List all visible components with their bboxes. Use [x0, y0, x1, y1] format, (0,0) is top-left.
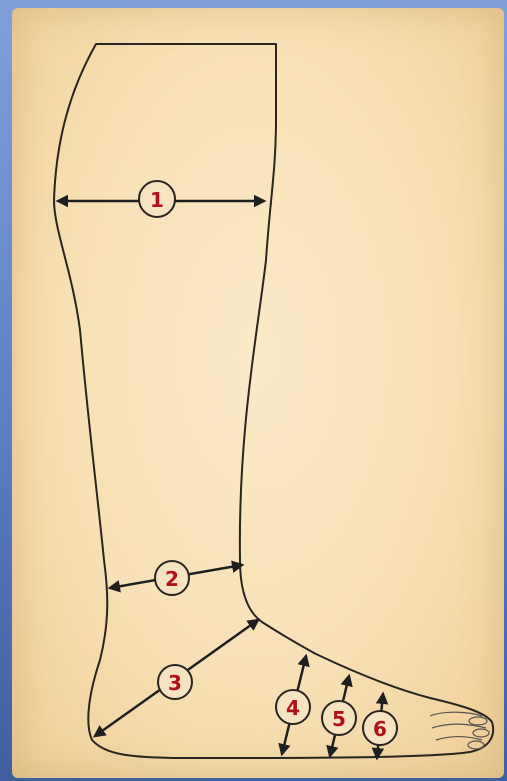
- measurement-1: 1: [58, 181, 264, 217]
- toes-icon: [430, 712, 489, 749]
- measurement-6: 6: [363, 694, 397, 758]
- measurement-5: 5: [322, 676, 356, 756]
- leg-outline-icon: [54, 44, 493, 758]
- marker-4-label: 4: [286, 696, 300, 720]
- marker-3-label: 3: [168, 671, 182, 695]
- marker-5-label: 5: [332, 707, 346, 731]
- measurement-3: 3: [95, 620, 258, 736]
- marker-6-label: 6: [373, 717, 387, 741]
- measurement-4: 4: [276, 656, 310, 754]
- measurement-2: 2: [110, 561, 242, 595]
- marker-2-label: 2: [165, 567, 179, 591]
- marker-1-label: 1: [150, 188, 164, 212]
